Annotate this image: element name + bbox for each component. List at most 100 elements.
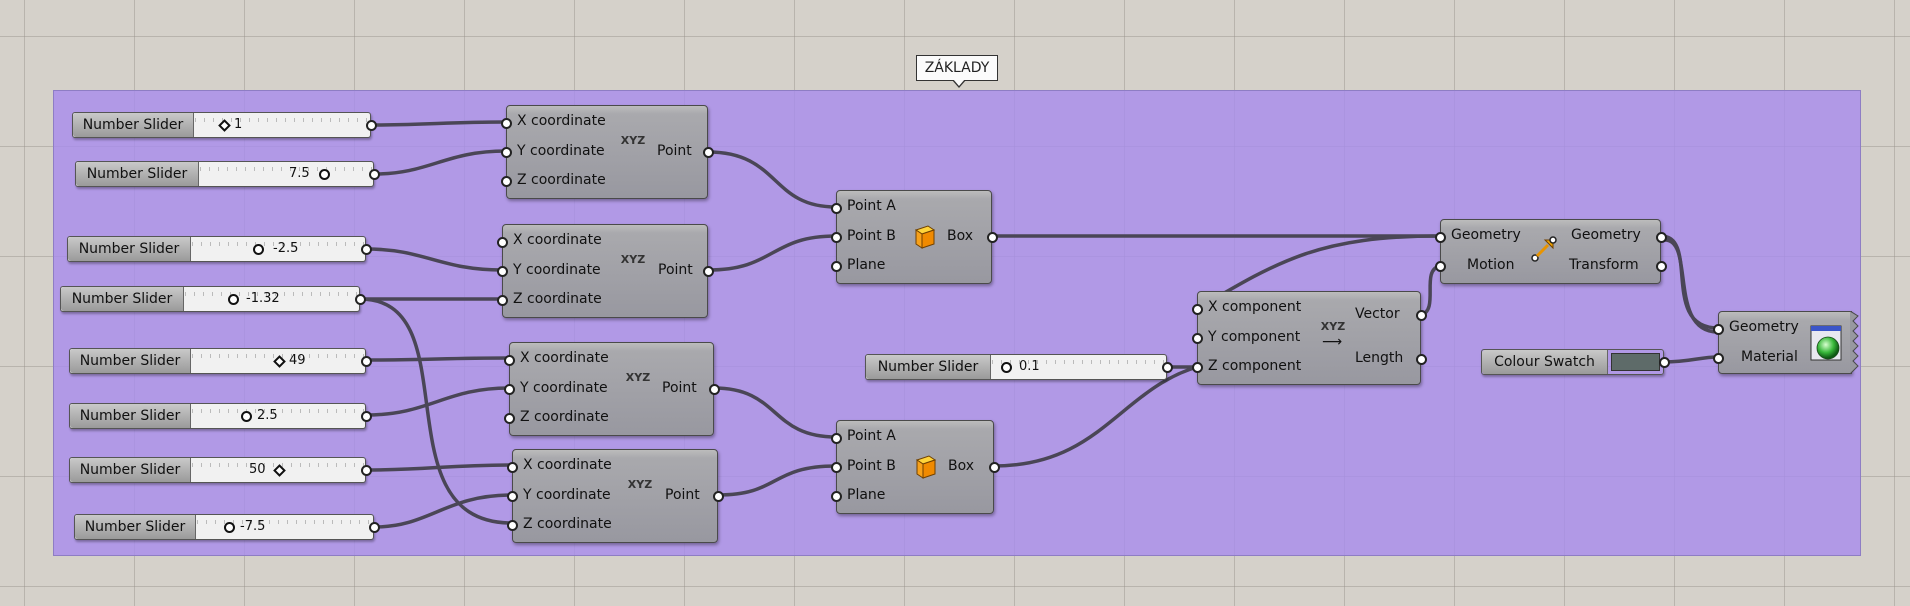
output-pin[interactable] xyxy=(361,356,372,367)
input-pin-plane[interactable] xyxy=(831,261,842,272)
construct-point-component[interactable]: X coordinate Y coordinate Z coordinate X… xyxy=(501,105,714,199)
vector-xyz-component[interactable]: X component Y component Z component XYZ … xyxy=(1192,291,1427,385)
number-slider[interactable]: Number Slider 2.5 xyxy=(69,403,372,429)
output-transform: Transform xyxy=(1569,257,1639,273)
output-point: Point xyxy=(662,380,697,396)
slider-track[interactable]: 7.5 xyxy=(199,162,373,186)
output-pin[interactable] xyxy=(361,465,372,476)
number-slider[interactable]: Number Slider 49 xyxy=(69,348,372,374)
number-slider[interactable]: Number Slider 0.1 xyxy=(865,354,1173,380)
input-pin-z[interactable] xyxy=(1192,362,1203,373)
output-pin[interactable] xyxy=(703,147,714,158)
colour-swatch[interactable]: Colour Swatch xyxy=(1481,349,1670,375)
input-pin-y[interactable] xyxy=(501,147,512,158)
construct-point-component[interactable]: X coordinate Y coordinate Z coordinate X… xyxy=(504,342,720,436)
input-pin-point-b[interactable] xyxy=(831,232,842,243)
slider-knob[interactable] xyxy=(1001,362,1012,373)
slider-label: Number Slider xyxy=(75,515,196,539)
output-pin[interactable] xyxy=(369,169,380,180)
slider-track[interactable]: -2.5 xyxy=(191,237,365,261)
slider-knob[interactable] xyxy=(241,411,252,422)
input-pin-x[interactable] xyxy=(1192,304,1203,315)
construct-point-component[interactable]: X coordinate Y coordinate Z coordinate X… xyxy=(497,224,714,318)
input-pin-y[interactable] xyxy=(1192,333,1203,344)
slider-label: Number Slider xyxy=(68,237,191,261)
slider-value: -1.32 xyxy=(246,291,280,306)
swatch-color[interactable] xyxy=(1611,353,1660,371)
input-pin-material[interactable] xyxy=(1713,353,1724,364)
slider-track[interactable]: 49 xyxy=(191,349,365,373)
slider-track[interactable]: 0.1 xyxy=(991,355,1166,379)
output-pin[interactable] xyxy=(361,411,372,422)
input-pin-geometry[interactable] xyxy=(1435,232,1446,243)
input-pin-point-b[interactable] xyxy=(831,462,842,473)
input-pin-plane[interactable] xyxy=(831,491,842,502)
custom-preview-component[interactable]: Geometry Material xyxy=(1713,311,1852,374)
input-pin-geometry[interactable] xyxy=(1713,324,1724,335)
slider-label: Number Slider xyxy=(70,458,191,482)
input-z-coordinate: Z coordinate xyxy=(520,409,609,425)
output-box: Box xyxy=(947,228,974,244)
slider-track[interactable]: -1.32 xyxy=(184,287,359,311)
input-pin-z[interactable] xyxy=(504,413,515,424)
input-pin-point-a[interactable] xyxy=(831,433,842,444)
input-pin-x[interactable] xyxy=(507,462,518,473)
slider-label: Number Slider xyxy=(61,287,184,311)
slider-track[interactable]: 50 xyxy=(191,458,365,482)
output-pin[interactable] xyxy=(709,384,720,395)
construct-point-component[interactable]: X coordinate Y coordinate Z coordinate X… xyxy=(507,449,724,543)
slider-knob[interactable] xyxy=(224,522,235,533)
slider-knob[interactable] xyxy=(273,355,286,368)
slider-knob[interactable] xyxy=(319,169,330,180)
output-pin-geometry[interactable] xyxy=(1656,232,1667,243)
number-slider[interactable]: Number Slider -2.5 xyxy=(67,236,372,262)
output-pin[interactable] xyxy=(703,266,714,277)
input-pin-y[interactable] xyxy=(507,491,518,502)
output-pin-length[interactable] xyxy=(1416,354,1427,365)
output-pin[interactable] xyxy=(713,491,724,502)
slider-knob[interactable] xyxy=(228,294,239,305)
input-pin-x[interactable] xyxy=(504,355,515,366)
xyz-point-icon: XYZ xyxy=(620,253,646,266)
output-pin-transform[interactable] xyxy=(1656,261,1667,272)
input-pin-z[interactable] xyxy=(507,520,518,531)
output-pin[interactable] xyxy=(987,232,998,243)
slider-knob[interactable] xyxy=(218,119,231,132)
output-pin[interactable] xyxy=(369,522,380,533)
box-component[interactable]: Point A Point B Plane Box xyxy=(831,420,1000,514)
slider-knob[interactable] xyxy=(253,244,264,255)
input-pin-y[interactable] xyxy=(504,384,515,395)
input-pin-point-a[interactable] xyxy=(831,203,842,214)
output-pin[interactable] xyxy=(355,294,366,305)
output-length: Length xyxy=(1355,350,1404,366)
input-pin-z[interactable] xyxy=(497,295,508,306)
number-slider[interactable]: Number Slider 1 xyxy=(72,112,377,138)
input-plane: Plane xyxy=(847,487,886,503)
input-y-coordinate: Y coordinate xyxy=(517,143,605,159)
slider-knob[interactable] xyxy=(273,464,286,477)
input-z-coordinate: Z coordinate xyxy=(523,516,612,532)
input-y-component: Y component xyxy=(1208,329,1301,345)
number-slider[interactable]: Number Slider 7.5 xyxy=(75,161,380,187)
input-pin-x[interactable] xyxy=(497,237,508,248)
input-pin-z[interactable] xyxy=(501,176,512,187)
output-pin[interactable] xyxy=(366,120,377,131)
output-pin[interactable] xyxy=(1162,362,1173,373)
slider-track[interactable]: 2.5 xyxy=(191,404,365,428)
input-pin-x[interactable] xyxy=(501,118,512,129)
number-slider[interactable]: Number Slider -7.5 xyxy=(74,514,380,540)
input-pin-motion[interactable] xyxy=(1435,261,1446,272)
move-component[interactable]: Geometry Motion Geometry Transform xyxy=(1435,219,1667,284)
output-pin[interactable] xyxy=(361,244,372,255)
number-slider[interactable]: Number Slider 50 xyxy=(69,457,372,483)
slider-track[interactable]: -7.5 xyxy=(196,515,373,539)
output-pin[interactable] xyxy=(1659,357,1670,368)
output-pin-vector[interactable] xyxy=(1416,310,1427,321)
output-geometry: Geometry xyxy=(1571,227,1641,243)
input-pin-y[interactable] xyxy=(497,266,508,277)
box-component[interactable]: Point A Point B Plane Box xyxy=(831,190,998,284)
number-slider[interactable]: Number Slider -1.32 xyxy=(60,286,366,312)
slider-track[interactable]: 1 xyxy=(194,113,370,137)
output-pin[interactable] xyxy=(989,462,1000,473)
